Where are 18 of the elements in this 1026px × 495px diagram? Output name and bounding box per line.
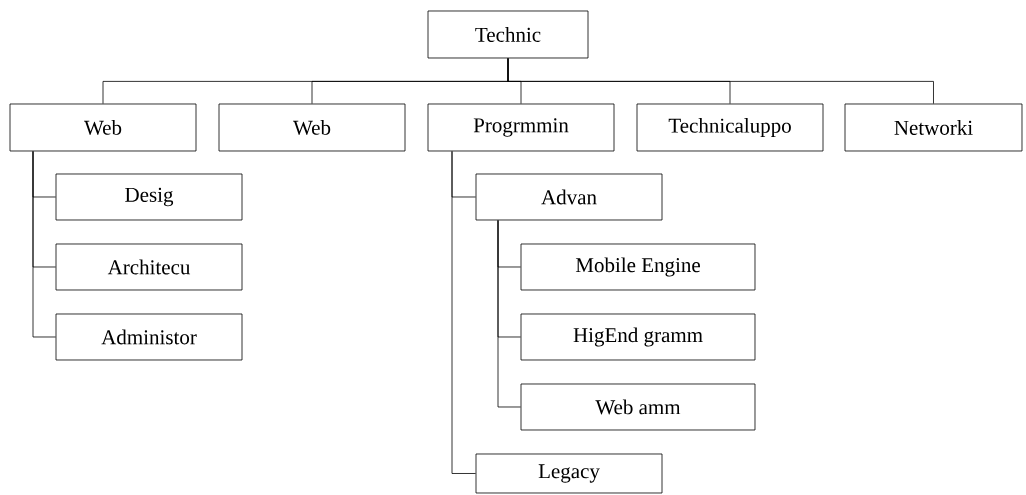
org-box: Web	[9, 103, 197, 152]
org-box: HigEnd gramm	[520, 313, 756, 361]
connector-line	[497, 220, 521, 408]
org-box: Networki	[844, 103, 1023, 152]
connector-line	[32, 151, 56, 338]
org-box: Legacy	[475, 453, 663, 494]
org-box: Web	[218, 103, 406, 152]
org-box: Technic	[427, 10, 589, 59]
org-box: Administor	[55, 313, 243, 361]
connector-line	[451, 151, 476, 474]
org-box: Web amm	[520, 383, 756, 431]
org-box: Desig	[55, 173, 243, 221]
org-box: Advan	[475, 173, 663, 221]
org-box: Progrmmin	[427, 103, 615, 152]
org-box: Architecu	[55, 243, 243, 291]
org-box: Mobile Engine	[520, 243, 756, 291]
org-box: Technicaluppo	[636, 103, 824, 152]
connector-line	[507, 58, 934, 104]
